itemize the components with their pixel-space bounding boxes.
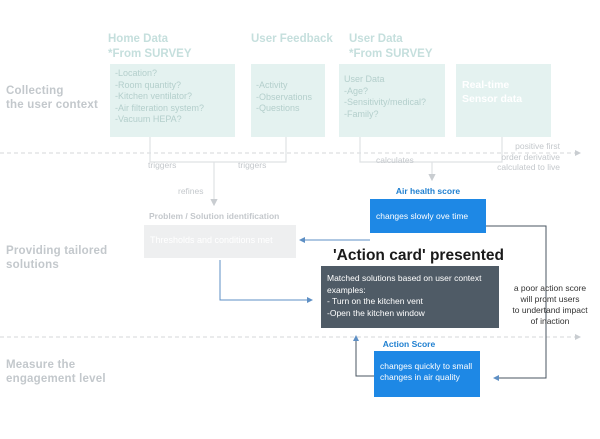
triggers-label-1: triggers [148,160,177,170]
action-card-title: 'Action card' presented [333,247,505,264]
calculates-label: calculates [376,155,414,165]
trigger-line-feedback [214,137,287,163]
thresholds-to-card-arrow [219,260,313,303]
action-card-example-2: -Open the kitchen window [327,307,425,318]
poor-score-note: a poor action score will promt users to … [512,283,588,326]
trigger-line-home [149,137,214,163]
calc-line-sensor [432,137,503,163]
action-score-title: Action Score [382,339,436,349]
action-card-example-1: - Turn on the kitchen vent [327,296,423,306]
loop-right-line [486,225,547,381]
sensor-data-box: Real-time Sensor data [456,64,551,137]
action-card-box: Matched solutions based on user context … [321,266,499,328]
thresholds-box: Thresholds and conditions met [144,225,296,258]
user-feedback-title: User Feedback [251,33,333,45]
home-data-title: Home Data *From SURVEY [108,33,192,60]
refines-label: refines [178,186,204,196]
stage-measure-label: Measure the engagement level [6,359,106,385]
triggers-label-2: triggers [238,160,267,170]
action-card-intro: Matched solutions based on user context … [327,273,482,295]
user-feedback-box: -Activity -Observations -Questions [251,64,325,137]
calc-line-user [359,137,432,163]
air-health-title: Air health score [395,186,461,196]
stage-collecting-label: Collecting the user context [6,85,99,111]
user-data-box: User Data -Age? -Sensitivity/medical? -F… [339,64,445,137]
user-data-title: User Data *From SURVEY [349,33,433,60]
stage-providing-label: Providing tailored solutions [6,245,108,271]
action-score-box: changes quickly to small changes in air … [374,351,480,397]
problem-solution-label: Problem / Solution identification [149,211,280,221]
loop-left-line [353,335,374,377]
air-health-box: changes slowly ove time [370,199,486,233]
derivative-label: positive first order derivative calculat… [497,141,560,172]
home-data-box: -Location? -Room quantity? -Kitchen vent… [110,64,235,137]
